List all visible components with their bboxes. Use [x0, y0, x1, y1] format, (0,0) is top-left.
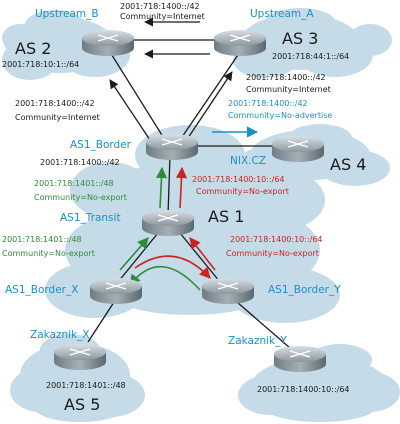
arrow-to-upstream-b-diag	[109, 79, 151, 141]
link-border-transit	[167, 154, 171, 216]
red-lower-community: Community=No-export	[226, 249, 319, 258]
zaky-prefix: 2001:718:1400:10::/64	[257, 385, 350, 394]
right-prefix: 2001:718:1400::/42	[246, 73, 326, 82]
router-as1-border-icon	[146, 134, 198, 160]
left-community: Community=Internet	[15, 113, 100, 122]
as5-label: AS 5	[64, 395, 100, 414]
green-upper-community: Community=No-export	[34, 193, 127, 202]
left-prefix: 2001:718:1400::/42	[15, 99, 95, 108]
red-arrow-upper	[175, 166, 188, 209]
arrow-to-upstream-a-diag	[187, 71, 233, 139]
right-community: Community=Internet	[246, 85, 331, 94]
router-name-as1-transit: AS1_Transit	[60, 212, 121, 224]
as3-cloud	[233, 8, 392, 78]
link-transit-x	[117, 232, 159, 283]
green-lower-prefix: 2001:718:1401::/48	[2, 235, 82, 244]
router-zakaznik-x-icon	[54, 344, 106, 370]
router-as1-border-y-icon	[202, 278, 254, 304]
zakaznik-y-cloud	[238, 344, 400, 422]
red-upper-prefix: 2001:718:1400:10::/64	[192, 175, 285, 184]
link-a-border	[179, 51, 241, 141]
as2-prefix: 2001:718:10:1::/64	[2, 60, 79, 69]
router-name-zakaznik-x: Zakaznik_X	[30, 329, 90, 341]
router-as1-border-x-icon	[90, 278, 142, 304]
red-upper-community: Community=No-export	[196, 187, 289, 196]
as1-label: AS 1	[208, 207, 244, 226]
link-b-border	[109, 51, 166, 141]
green-arrow-lower	[119, 237, 149, 271]
as2-label: AS 2	[15, 39, 51, 58]
red-curve-arrow	[134, 255, 211, 279]
router-upstream-b-icon	[82, 30, 134, 56]
red-lower-prefix: 2001:718:1400:10::/64	[230, 235, 323, 244]
noadv-prefix: 2001:718:1400::/42	[228, 99, 308, 108]
border-prefix: 2001:718:1400::/42	[40, 158, 120, 167]
router-name-as1-border-y: AS1_Border_Y	[268, 284, 341, 296]
router-name-nix-cz: NIX.CZ	[230, 155, 266, 167]
black-arrows	[109, 17, 233, 141]
router-as1-transit-icon	[142, 210, 194, 236]
top-community: Community=Internet	[120, 12, 205, 21]
noadv-community: Community=No-advertise	[228, 111, 332, 120]
zakx-prefix: 2001:718:1401::/48	[46, 381, 126, 390]
link-y-zaky	[229, 295, 291, 349]
router-name-upstream-b: Upstream_B	[35, 8, 99, 20]
red-arrow-lower	[189, 237, 216, 271]
router-name-upstream-a: Upstream_A	[250, 8, 314, 20]
green-curve-arrow	[129, 265, 201, 291]
green-upper-prefix: 2001:718:1401::/48	[34, 179, 114, 188]
router-zakaznik-y-icon	[274, 346, 326, 372]
green-arrow-upper	[155, 166, 168, 209]
link-transit-y	[179, 232, 221, 283]
green-lower-community: Community=No-export	[2, 249, 95, 258]
router-nix-cz-icon	[272, 136, 324, 162]
as3-prefix: 2001:718:44:1::/64	[272, 52, 349, 61]
router-name-as1-border-x: AS1_Border_X	[5, 284, 78, 296]
links	[87, 39, 291, 349]
router-upstream-a-icon	[214, 30, 266, 56]
top-prefix: 2001:718:1400::/42	[120, 2, 200, 11]
router-name-zakaznik-y: Zakaznik_Y	[228, 335, 287, 347]
as4-label: AS 4	[330, 155, 366, 174]
as3-label: AS 3	[282, 29, 318, 48]
router-name-as1-border: AS1_Border	[70, 139, 132, 151]
